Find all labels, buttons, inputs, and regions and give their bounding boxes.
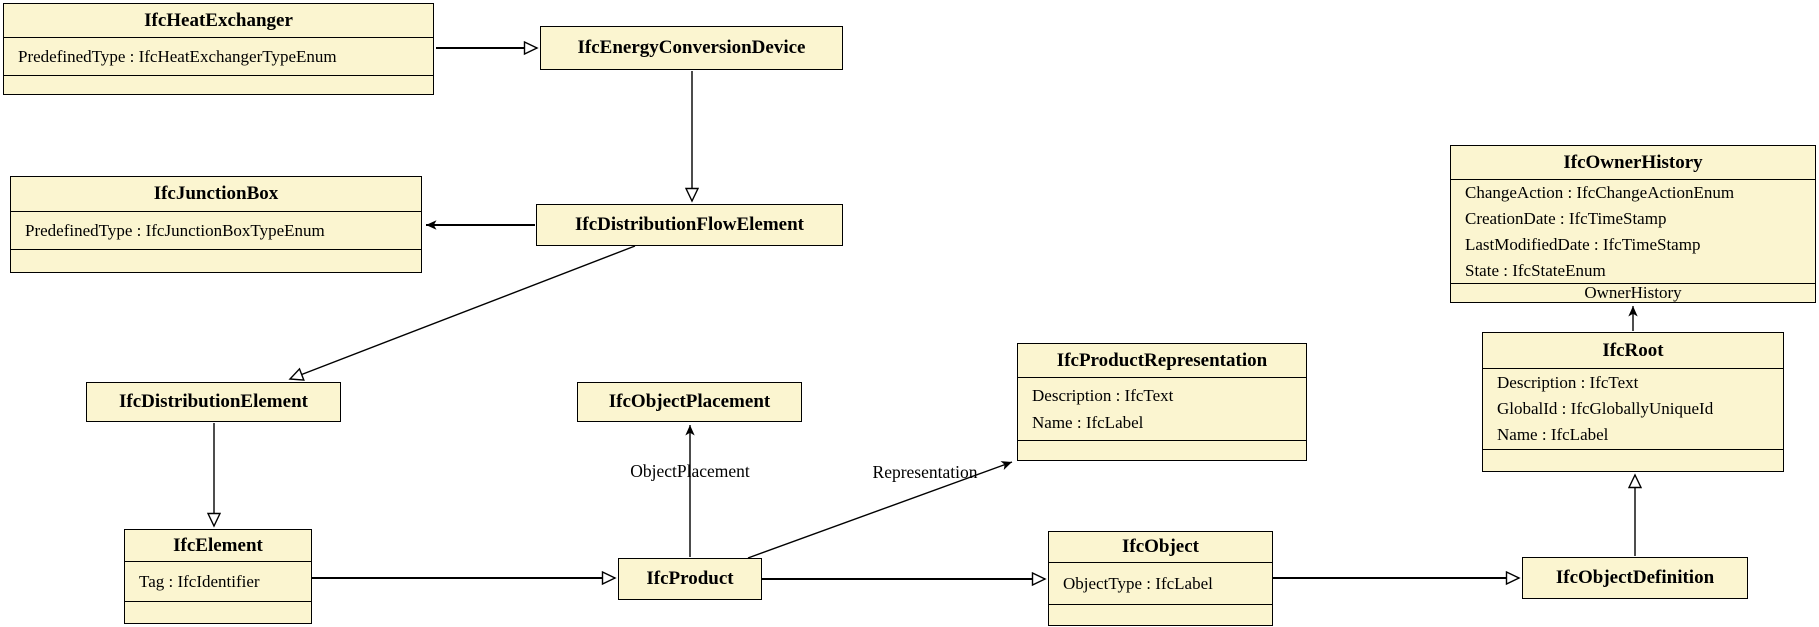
class-title: IfcProduct (646, 568, 734, 589)
empty-compartment (125, 601, 311, 623)
class-ifc-owner-history[interactable]: IfcOwnerHistory ChangeAction : IfcChange… (1450, 145, 1816, 303)
class-title: IfcObjectDefinition (1555, 567, 1715, 588)
class-attribute: PredefinedType : IfcHeatExchangerTypeEnu… (18, 46, 337, 66)
class-ifc-junction-box[interactable]: IfcJunctionBox PredefinedType : IfcJunct… (10, 176, 422, 273)
class-attribute: CreationDate : IfcTimeStamp (1465, 208, 1667, 228)
class-ifc-distribution-element[interactable]: IfcDistributionElement (86, 382, 341, 422)
class-title: IfcObjectPlacement (608, 391, 771, 412)
class-title: IfcElement (173, 534, 263, 556)
class-title: IfcJunctionBox (153, 183, 279, 204)
attributes-compartment: ChangeAction : IfcChangeActionEnum Creat… (1451, 179, 1815, 283)
empty-compartment (4, 75, 433, 94)
class-title: IfcObject (1121, 536, 1200, 557)
representation-edge-label: Representation (872, 462, 978, 482)
class-title: IfcHeatExchanger (144, 9, 293, 31)
attributes-compartment: ObjectType : IfcLabel (1049, 562, 1272, 604)
class-title: IfcOwnerHistory (1563, 151, 1703, 173)
class-ifc-energy-conversion-device[interactable]: IfcEnergyConversionDevice (540, 26, 843, 70)
class-ifc-heat-exchanger[interactable]: IfcHeatExchanger PredefinedType : IfcHea… (3, 3, 434, 95)
class-title: IfcEnergyConversionDevice (577, 37, 806, 58)
class-attribute: ChangeAction : IfcChangeActionEnum (1465, 182, 1735, 202)
class-attribute: GlobalId : IfcGloballyUniqueId (1497, 399, 1714, 418)
class-title: IfcDistributionElement (119, 391, 308, 412)
class-title: IfcDistributionFlowElement (574, 214, 805, 235)
edge-ifcdistributionflowelement-ifcdistributionelement (290, 245, 636, 379)
class-ifc-element[interactable]: IfcElement Tag : IfcIdentifier (124, 529, 312, 624)
attributes-compartment: Description : IfcText GlobalId : IfcGlob… (1483, 368, 1783, 449)
empty-compartment (11, 249, 421, 272)
class-attribute: Tag : IfcIdentifier (139, 571, 260, 591)
class-ifc-object[interactable]: IfcObject ObjectType : IfcLabel (1048, 531, 1273, 626)
class-ifc-object-definition[interactable]: IfcObjectDefinition (1522, 557, 1748, 599)
empty-compartment (1049, 604, 1272, 625)
class-ifc-object-placement[interactable]: IfcObjectPlacement (577, 382, 802, 422)
attributes-compartment: PredefinedType : IfcJunctionBoxTypeEnum (11, 211, 421, 249)
class-ifc-product[interactable]: IfcProduct (618, 558, 762, 600)
class-attribute: ObjectType : IfcLabel (1063, 573, 1213, 593)
attributes-compartment: PredefinedType : IfcHeatExchangerTypeEnu… (4, 37, 433, 75)
class-title: IfcRoot (1602, 339, 1664, 361)
edge-ifcproduct-ifcproductrepresentation (747, 461, 1013, 559)
attributes-compartment: Description : IfcText Name : IfcLabel (1018, 377, 1306, 440)
class-ifc-distribution-flow-element[interactable]: IfcDistributionFlowElement (536, 204, 843, 246)
empty-compartment (1483, 449, 1783, 471)
class-attribute: Name : IfcLabel (1032, 413, 1144, 432)
class-attribute: LastModifiedDate : IfcTimeStamp (1465, 234, 1701, 254)
class-attribute: State : IfcStateEnum (1465, 260, 1606, 280)
class-attribute: Description : IfcText (1032, 386, 1174, 405)
class-ifc-root[interactable]: IfcRoot Description : IfcText GlobalId :… (1482, 332, 1784, 472)
class-attribute: Description : IfcText (1497, 373, 1639, 392)
class-attribute: PredefinedType : IfcJunctionBoxTypeEnum (25, 220, 325, 240)
attributes-compartment: Tag : IfcIdentifier (125, 561, 311, 601)
empty-compartment (1018, 440, 1306, 460)
object-placement-edge-label: ObjectPlacement (630, 461, 750, 481)
class-title: IfcProductRepresentation (1056, 349, 1268, 371)
class-attribute: Name : IfcLabel (1497, 425, 1609, 444)
class-ifc-product-representation[interactable]: IfcProductRepresentation Description : I… (1017, 343, 1307, 461)
owner-history-association-label: OwnerHistory (1451, 283, 1815, 302)
